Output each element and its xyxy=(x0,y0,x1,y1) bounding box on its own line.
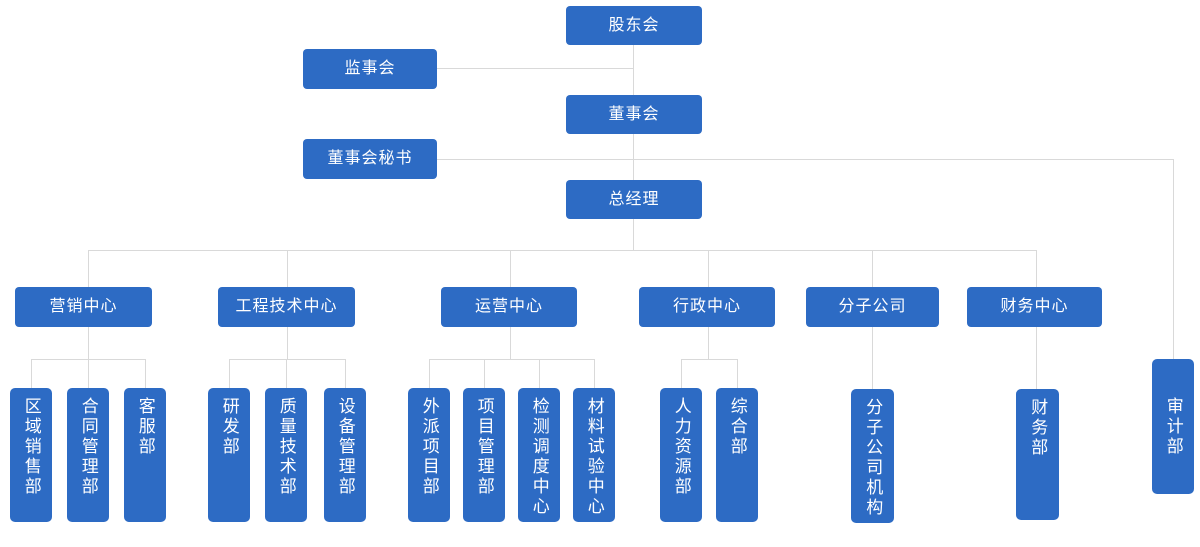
org-node-label-general-affairs-dept: 综合部 xyxy=(727,397,747,457)
org-node-label-contract-management-dept: 合同管理部 xyxy=(78,397,98,497)
org-node-general-manager[interactable]: 总经理 xyxy=(566,180,702,219)
connector-line xyxy=(1173,159,1174,359)
connector-line xyxy=(708,327,709,359)
org-node-inspection-dispatch-center[interactable]: 检测调度中心 xyxy=(518,388,560,522)
connector-line xyxy=(510,327,511,359)
org-node-expatriate-project-dept[interactable]: 外派项目部 xyxy=(408,388,450,522)
connector-line xyxy=(633,219,634,250)
org-node-label-board-of-directors: 董事会 xyxy=(608,105,660,123)
connector-line xyxy=(872,250,873,287)
connector-line xyxy=(681,359,682,388)
connector-line xyxy=(437,68,634,69)
org-node-label-supervisory-board: 监事会 xyxy=(344,60,396,78)
org-node-contract-management-dept[interactable]: 合同管理部 xyxy=(67,388,109,522)
org-node-label-shareholders-meeting: 股东会 xyxy=(608,16,660,34)
org-node-shareholders-meeting[interactable]: 股东会 xyxy=(566,6,702,45)
org-node-label-human-resources-dept: 人力资源部 xyxy=(671,397,691,497)
org-node-label-rnd-dept: 研发部 xyxy=(219,397,239,457)
org-node-label-subsidiaries: 分子公司 xyxy=(838,298,907,316)
org-node-label-quality-tech-dept: 质量技术部 xyxy=(276,397,296,497)
org-node-board-secretary[interactable]: 董事会秘书 xyxy=(303,139,437,179)
org-node-board-of-directors[interactable]: 董事会 xyxy=(566,95,702,134)
org-node-material-testing-center[interactable]: 材料试验中心 xyxy=(573,388,615,522)
connector-line xyxy=(88,250,89,287)
org-node-general-affairs-dept[interactable]: 综合部 xyxy=(716,388,758,522)
org-node-finance-dept[interactable]: 财务部 xyxy=(1016,389,1059,520)
org-node-supervisory-board[interactable]: 监事会 xyxy=(303,49,437,89)
org-node-label-subsidiary-organizations: 分子公司机构 xyxy=(863,398,883,518)
org-node-label-material-testing-center: 材料试验中心 xyxy=(584,397,604,517)
connector-line xyxy=(737,359,738,388)
connector-line xyxy=(345,359,346,388)
org-node-label-customer-service-dept: 客服部 xyxy=(135,397,155,457)
connector-line xyxy=(286,359,287,388)
org-node-human-resources-dept[interactable]: 人力资源部 xyxy=(660,388,702,522)
connector-line xyxy=(510,250,511,287)
connector-line xyxy=(429,359,430,388)
org-node-subsidiary-organizations[interactable]: 分子公司机构 xyxy=(851,389,894,523)
org-node-project-management-dept[interactable]: 项目管理部 xyxy=(463,388,505,522)
org-node-equipment-management-dept[interactable]: 设备管理部 xyxy=(324,388,366,522)
org-node-label-administrative-center: 行政中心 xyxy=(672,298,741,316)
org-node-label-expatriate-project-dept: 外派项目部 xyxy=(419,397,439,497)
connector-line xyxy=(1036,250,1037,287)
org-node-rnd-dept[interactable]: 研发部 xyxy=(208,388,250,522)
connector-line xyxy=(229,359,345,360)
org-node-label-audit-dept: 审计部 xyxy=(1163,396,1183,457)
org-node-label-finance-center: 财务中心 xyxy=(1000,298,1069,316)
connector-line xyxy=(229,359,230,388)
connector-line xyxy=(31,359,32,388)
connector-line xyxy=(484,359,485,388)
org-node-label-finance-dept: 财务部 xyxy=(1028,398,1048,458)
org-node-engineering-tech-center[interactable]: 工程技术中心 xyxy=(218,287,355,327)
connector-line xyxy=(429,359,594,360)
org-node-label-operations-center: 运营中心 xyxy=(474,298,543,316)
org-node-administrative-center[interactable]: 行政中心 xyxy=(639,287,775,327)
connector-line xyxy=(539,359,540,388)
connector-line xyxy=(708,250,709,287)
org-node-label-engineering-tech-center: 工程技术中心 xyxy=(235,298,338,316)
org-node-audit-dept[interactable]: 审计部 xyxy=(1152,359,1194,494)
org-node-customer-service-dept[interactable]: 客服部 xyxy=(124,388,166,522)
org-node-subsidiaries[interactable]: 分子公司 xyxy=(806,287,939,327)
org-node-regional-sales-dept[interactable]: 区域销售部 xyxy=(10,388,52,522)
connector-line xyxy=(633,134,634,180)
connector-line xyxy=(872,327,873,389)
connector-line xyxy=(88,327,89,359)
connector-line xyxy=(88,359,89,388)
connector-line xyxy=(594,359,595,388)
org-node-label-inspection-dispatch-center: 检测调度中心 xyxy=(529,397,549,517)
org-node-finance-center[interactable]: 财务中心 xyxy=(967,287,1102,327)
connector-line xyxy=(145,359,146,388)
connector-line xyxy=(1036,327,1037,389)
org-node-label-marketing-center: 营销中心 xyxy=(49,298,118,316)
org-node-label-equipment-management-dept: 设备管理部 xyxy=(335,397,355,497)
org-node-label-board-secretary: 董事会秘书 xyxy=(327,150,413,168)
org-node-marketing-center[interactable]: 营销中心 xyxy=(15,287,152,327)
connector-line xyxy=(681,359,737,360)
org-node-label-regional-sales-dept: 区域销售部 xyxy=(21,397,41,497)
org-node-quality-tech-dept[interactable]: 质量技术部 xyxy=(265,388,307,522)
org-node-label-project-management-dept: 项目管理部 xyxy=(474,397,494,497)
connector-line xyxy=(287,327,288,359)
connector-line xyxy=(287,250,288,287)
connector-line xyxy=(88,250,1036,251)
connector-line xyxy=(437,159,1173,160)
connector-line xyxy=(633,45,634,95)
org-node-operations-center[interactable]: 运营中心 xyxy=(441,287,577,327)
org-node-label-general-manager: 总经理 xyxy=(608,190,660,208)
